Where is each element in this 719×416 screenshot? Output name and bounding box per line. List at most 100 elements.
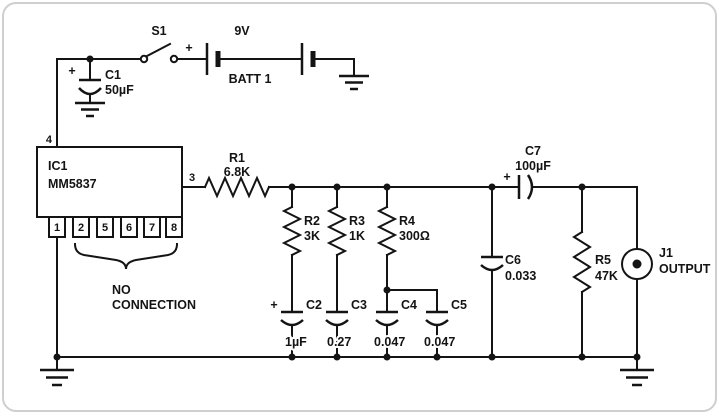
no-connection-note: NO CONNECTION [73, 242, 196, 312]
capacitor-c2: + C2 1µF [270, 298, 322, 351]
c1-plus-sign: + [68, 64, 75, 78]
switch-arm [145, 42, 172, 58]
c5-plate-curved [425, 319, 449, 327]
resistor-r4: R4 300Ω [376, 205, 430, 257]
c7-plus-sign: + [503, 170, 510, 184]
junction-dot [383, 286, 391, 294]
ic1-pin-box-8 [165, 216, 183, 238]
junction-dot [488, 353, 496, 361]
ic1-designator: IC1 [48, 159, 68, 173]
junction-dot [578, 353, 586, 361]
r1-zigzag [203, 175, 271, 199]
junction-dot [288, 353, 296, 361]
battery-name-label: BATT 1 [229, 72, 272, 86]
ic1-pin-label-5: 5 [102, 222, 108, 234]
wire-battery-ground [312, 58, 355, 77]
capacitor-c3: C3 0.27 [325, 298, 367, 351]
ic1-pin-label-6: 6 [126, 222, 132, 234]
ground-symbol-right [620, 368, 654, 387]
c1-value: 50µF [105, 83, 134, 97]
ground-symbol-battery [339, 74, 369, 91]
c2-designator: C2 [306, 298, 322, 312]
output-jack-j1: J1 OUTPUT [621, 246, 711, 280]
battery-plus-sign: + [185, 41, 192, 55]
ic1-pin-box-7 [143, 216, 161, 238]
c1-plate-curved [78, 87, 102, 96]
battery-voltage-label: 9V [234, 24, 250, 38]
capacitor-c7: C7 100µF + [503, 144, 551, 200]
c7-designator: C7 [525, 144, 541, 158]
junction-dot [383, 183, 391, 191]
ic1-pin-label-1: 1 [54, 222, 60, 234]
junction-dot [578, 183, 586, 191]
resistor-r5: R5 47K [572, 230, 618, 294]
r1-designator: R1 [229, 151, 245, 165]
wire-r4-c5-branch [386, 289, 438, 313]
junction-dot [488, 183, 496, 191]
c6-plate-curved [480, 264, 504, 272]
ground-symbol-left [40, 368, 74, 387]
r5-value: 47K [595, 269, 618, 283]
junction-dot [333, 353, 341, 361]
junction-dot [333, 183, 341, 191]
ground-symbol-c1 [75, 101, 105, 118]
brace-icon [73, 242, 179, 270]
capacitor-c4: C4 0.047 [372, 298, 417, 351]
s1-label: S1 [151, 24, 166, 38]
c2-plate-curved [280, 319, 304, 327]
ic1-chip: IC1 MM5837 4 3 1 2 5 6 7 8 [36, 134, 195, 238]
j1-designator: J1 [659, 246, 673, 260]
c5-designator: C5 [451, 298, 467, 312]
r1-value: 6.8K [224, 165, 250, 179]
c1-designator: C1 [105, 68, 121, 82]
r2-value: 3K [304, 229, 320, 243]
c3-plate-curved [325, 319, 349, 327]
junction-dot [53, 353, 61, 361]
c3-value: 0.27 [327, 335, 351, 349]
r3-zigzag [326, 205, 348, 257]
j1-output-label: OUTPUT [659, 262, 711, 276]
resistor-r3: R3 1K [326, 205, 365, 257]
ic1-pin-box-1 [48, 216, 66, 238]
c2-value: 1µF [285, 335, 307, 349]
r4-value: 300Ω [399, 229, 430, 243]
c5-value: 0.047 [424, 335, 455, 349]
r5-zigzag [572, 230, 592, 294]
switch-terminal-right [169, 54, 179, 64]
schematic-canvas: S1 + 9V BATT 1 + C1 50µF IC1 MM5837 4 3 [36, 24, 711, 387]
capacitor-c1: + C1 50µF [68, 64, 134, 97]
ic1-pin3-label: 3 [189, 172, 195, 184]
ic1-pin-label-8: 8 [171, 222, 177, 234]
ic1-pin-box-2 [72, 216, 90, 238]
ic1-part-number: MM5837 [48, 177, 97, 191]
ic1-pin-box-6 [120, 216, 138, 238]
capacitor-c6: C6 0.033 [480, 253, 536, 283]
junction-dot [288, 183, 296, 191]
no-connection-line1: NO [112, 283, 131, 297]
r2-zigzag [281, 205, 303, 257]
no-connection-line2: CONNECTION [112, 298, 196, 312]
junction-dot [86, 55, 94, 63]
c4-plate-curved [375, 319, 399, 327]
ic1-pin4-label: 4 [46, 134, 53, 146]
battery-batt1: + 9V BATT 1 [185, 24, 316, 86]
r3-designator: R3 [349, 214, 365, 228]
capacitor-c5: C5 0.047 [422, 298, 467, 351]
wires [56, 58, 638, 371]
r3-value: 1K [349, 229, 365, 243]
r2-designator: R2 [304, 214, 320, 228]
c3-designator: C3 [351, 298, 367, 312]
ic1-pin-box-5 [96, 216, 114, 238]
j1-center-pin [632, 259, 642, 269]
c4-designator: C4 [401, 298, 417, 312]
c6-designator: C6 [505, 253, 521, 267]
junction-dots [53, 55, 641, 361]
ic1-pin-label-7: 7 [149, 222, 155, 234]
ic1-pin-label-2: 2 [78, 222, 84, 234]
resistor-r2: R2 3K [281, 205, 320, 257]
c7-value: 100µF [515, 159, 551, 173]
switch-terminal-left [139, 54, 149, 64]
c7-plate-curved [526, 174, 534, 200]
power-switch-s1: S1 [139, 24, 179, 64]
